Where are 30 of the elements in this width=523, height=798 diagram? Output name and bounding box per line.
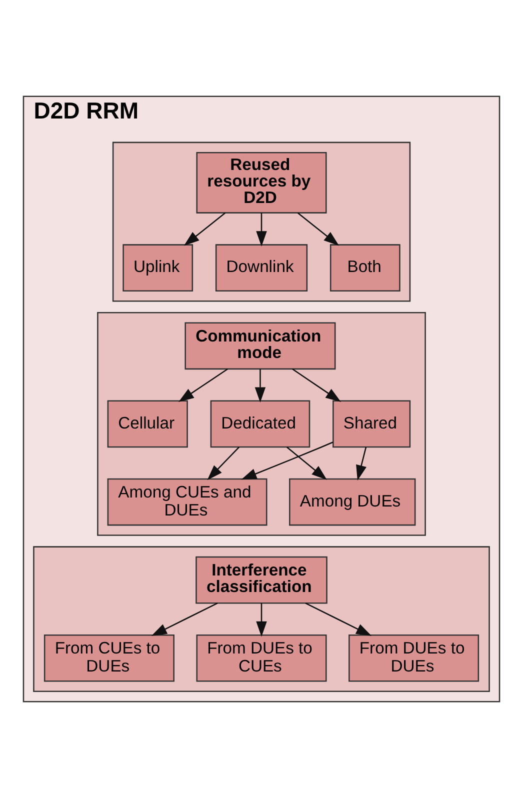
node-box: Among CUEs and DUEs bbox=[107, 478, 268, 526]
arrow bbox=[292, 368, 342, 402]
arrow bbox=[256, 212, 267, 247]
node-box: Dedicated bbox=[210, 400, 310, 448]
node-box: From DUEs to CUEs bbox=[196, 634, 327, 682]
arrow bbox=[184, 212, 226, 246]
arrow bbox=[297, 212, 340, 246]
node-box: Downlink bbox=[215, 244, 308, 292]
cluster bbox=[97, 312, 426, 536]
node-box: Among DUEs bbox=[289, 478, 416, 526]
cluster bbox=[33, 546, 490, 692]
node-box: Interference classification bbox=[196, 556, 328, 604]
arrow bbox=[151, 602, 218, 636]
arrow bbox=[178, 368, 228, 402]
node-box: From CUEs to DUEs bbox=[44, 634, 174, 682]
node-box: From DUEs to DUEs bbox=[348, 634, 480, 682]
node-box: Reused resources by D2D bbox=[196, 152, 327, 214]
arrow bbox=[241, 442, 334, 480]
arrow bbox=[356, 446, 367, 481]
node-box: Cellular bbox=[107, 400, 188, 448]
arrow bbox=[207, 446, 240, 480]
node-box: Communication mode bbox=[184, 322, 336, 370]
arrow bbox=[256, 603, 267, 637]
cluster bbox=[112, 142, 411, 302]
arrow bbox=[305, 602, 372, 636]
node-box: Both bbox=[330, 244, 400, 292]
node-box: Uplink bbox=[122, 244, 194, 292]
node-box: Shared bbox=[332, 400, 411, 448]
arrow bbox=[286, 446, 327, 480]
arrow bbox=[254, 369, 266, 403]
